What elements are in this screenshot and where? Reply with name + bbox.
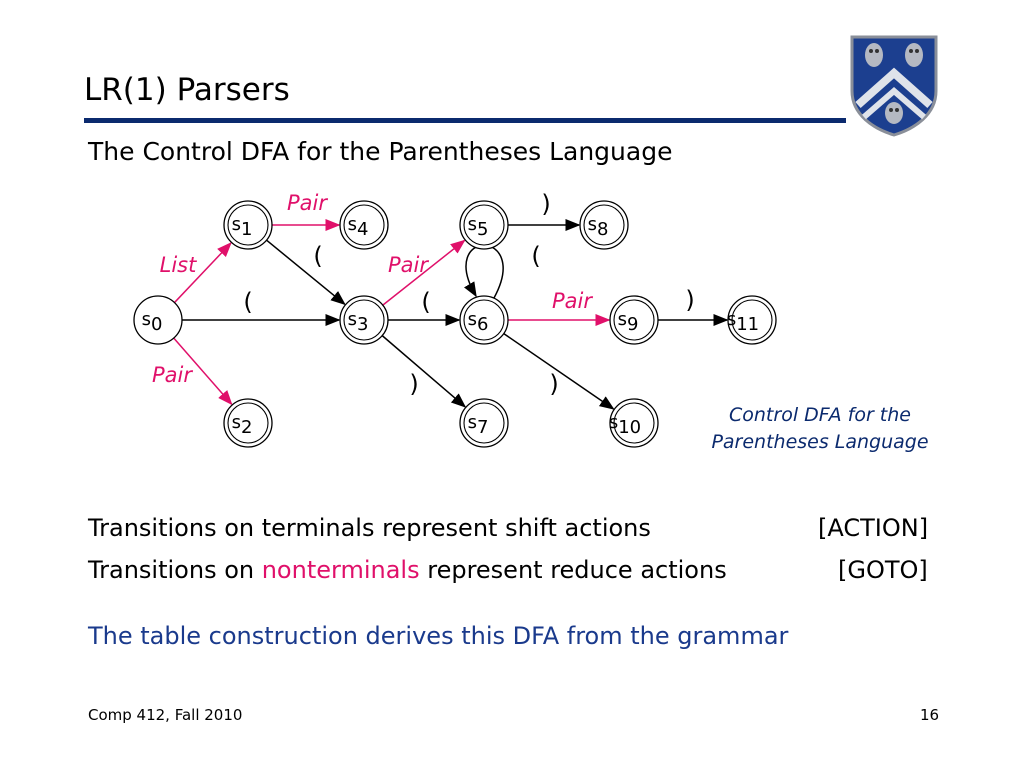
- edge-label-s3-s6: (: [421, 288, 430, 316]
- edge-label-s3-s7: ): [409, 370, 418, 398]
- subtitle-prefix: The Control: [88, 137, 241, 166]
- nonterminals-highlight: nonterminals: [261, 556, 420, 584]
- action-label: ACTION: [827, 514, 919, 542]
- edge-label-s0-s2: Pair: [152, 363, 193, 387]
- goto-label: GOTO: [847, 556, 919, 584]
- line3-suffix: from the grammar: [559, 622, 789, 650]
- state-s5: s5: [459, 200, 509, 250]
- goto-bracket-open: [: [838, 556, 848, 584]
- slide-title: LR(1) Parsers: [84, 72, 290, 108]
- subtitle-suffix: for the Parentheses Language: [289, 137, 673, 166]
- table-construction-line: The table construction derives this DFA …: [88, 620, 788, 652]
- state-label-s0: s0: [142, 309, 163, 335]
- footer-page-number: 16: [920, 706, 940, 724]
- caption-suffix: for the: [841, 404, 911, 426]
- state-s8: s8: [579, 200, 629, 250]
- line3-dfa: DFA: [512, 622, 560, 650]
- state-s6: s6: [459, 295, 509, 345]
- state-s9: s9: [609, 295, 659, 345]
- edge-s0-s2: [173, 337, 233, 406]
- edge-label-s6-s10: ): [549, 370, 558, 398]
- footer-course: Comp 412, Fall 2010: [88, 706, 243, 724]
- edge-s3-s7: [381, 335, 467, 408]
- shift-actions-line: Transitions on terminals represent shift…: [88, 514, 651, 542]
- edge-label-s0-s3: (: [243, 288, 252, 316]
- edge-s6-s10: [503, 332, 615, 410]
- edge-label-s1-s4: Pair: [287, 191, 328, 215]
- goto-tag: [GOTO]: [838, 554, 928, 586]
- action-bracket-open: [: [818, 514, 828, 542]
- edge-label-s0-s1: List: [160, 253, 197, 277]
- edge-s1-s3: [266, 239, 346, 306]
- state-s2: s2: [223, 398, 273, 448]
- state-label-s9: s9: [618, 309, 639, 335]
- state-s10: s10: [609, 398, 659, 448]
- goto-bracket-close: ]: [918, 556, 928, 584]
- state-label-s5: s5: [468, 214, 489, 240]
- state-s7: s7: [459, 398, 509, 448]
- edge-label-s5-s8: ): [541, 190, 550, 218]
- caption-dfa: DFA: [804, 404, 842, 426]
- state-s0: s0: [133, 295, 183, 345]
- edge-s0-s1: [173, 242, 232, 304]
- state-label-s10: s10: [609, 412, 641, 438]
- state-s3: s3: [339, 295, 389, 345]
- state-label-s4: s4: [348, 214, 369, 240]
- edge-s3-s5: [382, 239, 466, 306]
- action-bracket-close: ]: [918, 514, 929, 542]
- edge-label-s9-s11: ): [685, 286, 694, 314]
- state-label-s1: s1: [232, 214, 253, 240]
- reduce-actions-line: Transitions on nonterminals represent re…: [88, 554, 727, 586]
- edge-label-s3-s5: Pair: [388, 253, 429, 277]
- state-s11: s11: [727, 295, 777, 345]
- caption-line2: Parentheses Language: [711, 431, 929, 453]
- state-label-s8: s8: [588, 214, 609, 240]
- action-tag: [ACTION]: [818, 512, 928, 544]
- state-label-s3: s3: [348, 309, 369, 335]
- subtitle-dfa: DFA: [240, 137, 290, 166]
- line2-prefix: Transitions on: [88, 556, 262, 584]
- title-rule: [84, 118, 846, 123]
- state-s1: s1: [223, 200, 273, 250]
- edge-s6-s6: [463, 244, 504, 299]
- university-shield-owls-icon: [850, 35, 938, 137]
- edge-label-s6-s9: Pair: [552, 289, 593, 313]
- state-label-s6: s6: [468, 309, 489, 335]
- state-label-s2: s2: [232, 412, 253, 438]
- state-s4: s4: [339, 200, 389, 250]
- state-label-s7: s7: [468, 412, 489, 438]
- state-label-s11: s11: [727, 309, 759, 335]
- slide-subtitle: The Control DFA for the Parentheses Lang…: [88, 136, 672, 168]
- caption-prefix: Control: [729, 404, 805, 426]
- line3-prefix: The table construction derives this: [88, 622, 513, 650]
- edge-label-s1-s3: (: [313, 242, 322, 270]
- edge-label-s6-s6: (: [531, 242, 540, 270]
- line2-suffix: represent reduce actions: [419, 556, 727, 584]
